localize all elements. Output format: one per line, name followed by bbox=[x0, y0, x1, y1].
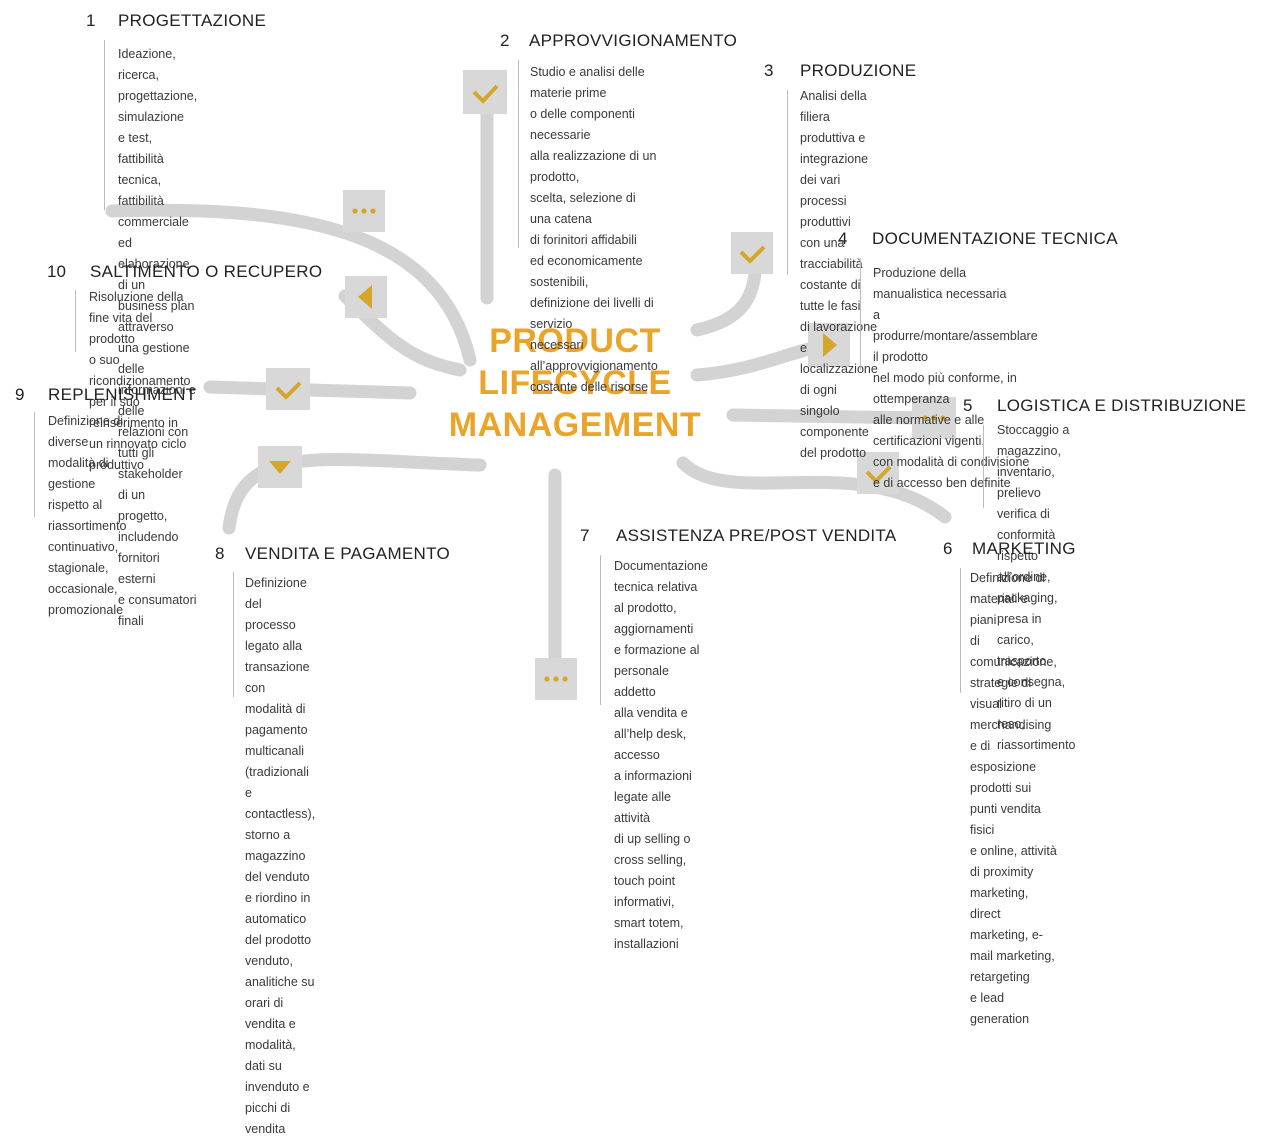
stage-title: ASSISTENZA PRE/POST VENDITA bbox=[616, 526, 897, 545]
stage-description: Studio e analisi delle materie prime o d… bbox=[530, 65, 658, 394]
stage-description: Definizione del processo legato alla tra… bbox=[245, 576, 316, 1136]
stage-title: SALTIMENTO O RECUPERO bbox=[90, 262, 323, 281]
connector-icon-8 bbox=[258, 446, 302, 488]
connector-icon-1 bbox=[343, 190, 385, 232]
stage-title: PRODUZIONE bbox=[800, 61, 917, 80]
stage-description: Definizione di materiali e piani di comu… bbox=[970, 571, 1057, 1026]
divider bbox=[983, 425, 984, 508]
stage-description: Documentazione tecnica relativa al prodo… bbox=[614, 559, 708, 951]
connector-icon-5 bbox=[912, 397, 956, 439]
stage-title: REPLENISHMENT bbox=[48, 385, 197, 404]
stage-title: APPROVVIGIONAMENTO bbox=[529, 31, 738, 50]
stage-title: VENDITA E PAGAMENTO bbox=[245, 544, 451, 563]
stage-description: Risoluzione della fine vita del prodotto… bbox=[89, 290, 191, 472]
stage-description: Analisi della filiera produttiva e integ… bbox=[800, 89, 878, 460]
divider bbox=[787, 90, 788, 275]
stage-number: 9 bbox=[15, 385, 25, 404]
connector-icon-10 bbox=[345, 276, 387, 318]
stage-number: 1 bbox=[86, 11, 96, 30]
stage-number: 6 bbox=[943, 539, 953, 558]
connector-icon-7 bbox=[535, 658, 577, 700]
stage-number: 4 bbox=[838, 229, 848, 248]
stage-number: 3 bbox=[764, 61, 774, 80]
connector-icon-9 bbox=[266, 368, 310, 410]
divider bbox=[518, 60, 519, 248]
divider bbox=[600, 555, 601, 705]
connector-icon-3 bbox=[731, 232, 773, 274]
divider bbox=[960, 568, 961, 693]
stage-description: Produzione della manualistica necessaria… bbox=[873, 266, 1038, 490]
stage-number: 7 bbox=[580, 526, 590, 545]
connector-line-6 bbox=[676, 456, 952, 524]
stage-title: DOCUMENTAZIONE TECNICA bbox=[872, 229, 1118, 248]
stage-title: PROGETTAZIONE bbox=[118, 11, 267, 30]
connector-lines bbox=[105, 70, 956, 700]
stage-description: Definizione di diverse modalità di gesti… bbox=[48, 414, 127, 617]
connector-icon-4 bbox=[808, 323, 850, 367]
stage-title: MARKETING bbox=[972, 539, 1076, 558]
divider bbox=[104, 40, 105, 210]
connector-icon-2 bbox=[463, 70, 507, 114]
connector-line-5 bbox=[726, 408, 932, 425]
connector-icon-6 bbox=[857, 452, 899, 494]
divider bbox=[75, 290, 76, 352]
divider bbox=[860, 258, 861, 370]
stage-number: 8 bbox=[215, 544, 225, 563]
center-title: PRODUCT LIFECYCLE MANAGEMENT bbox=[448, 322, 702, 444]
stage-number: 2 bbox=[500, 31, 510, 50]
stage-description: Ideazione, ricerca, progettazione, simul… bbox=[118, 47, 198, 628]
connector-line-1 bbox=[105, 203, 477, 367]
divider bbox=[233, 572, 234, 697]
divider bbox=[34, 412, 35, 517]
stage-title: LOGISTICA E DISTRIBUZIONE bbox=[997, 396, 1247, 415]
stage-number: 10 bbox=[47, 262, 66, 281]
stage-number: 5 bbox=[963, 396, 973, 415]
